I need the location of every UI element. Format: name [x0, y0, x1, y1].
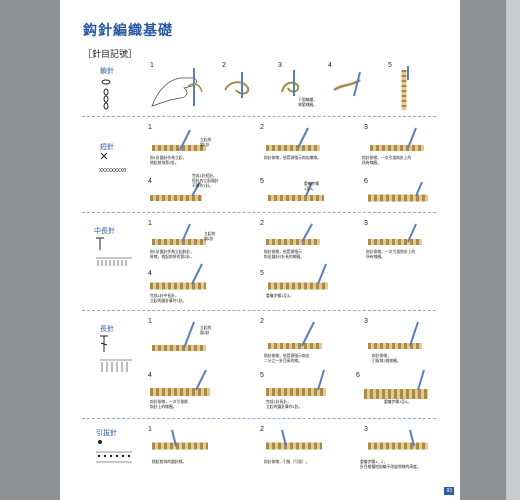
chain-step-3-illustration — [281, 70, 300, 96]
dc-step-3-illustration — [368, 321, 422, 349]
dc-step-6-illustration — [364, 369, 428, 399]
slip-step-1-caption: 挑起前排的鎖針線。 — [152, 460, 187, 464]
section-name-half-double-crochet: 中長針 — [94, 228, 115, 235]
slip-step-1-illustration — [152, 429, 208, 450]
chain-step-number: 3 — [278, 62, 282, 69]
slip-stitch-symbol-icon — [96, 440, 132, 463]
dc-step-2-illustration — [268, 321, 322, 349]
chain-step-4-illustration — [333, 71, 361, 97]
sc-step-3-illustration — [370, 127, 424, 151]
hdc-step-5-caption: 重複步驟1至3。 — [266, 294, 294, 298]
sc-step-number: 3 — [364, 124, 368, 131]
hdc-step-2-caption: 鈎針掛線，依箭頭指示 鈎出鎖針2針長的線圈。 — [264, 250, 305, 259]
dc-step-4-caption: 鈎針掛線，一次引拔餘 鈎針上的線圈。 — [150, 400, 188, 409]
dc-step-4-illustration — [150, 369, 210, 396]
sc-step-2-illustration — [266, 127, 320, 151]
hdc-step-number: 4 — [148, 270, 152, 277]
section-name-single-crochet: 短針 — [100, 144, 114, 151]
sc-step-number: 6 — [364, 178, 368, 185]
chain-step-number: 4 — [328, 62, 332, 69]
dc-step-6-caption: 重複步驟1至4。 — [384, 400, 412, 404]
hdc-step-4-illustration — [150, 263, 206, 290]
slip-step-2-caption: 鈎針掛線，引拔（引拔）。 — [264, 460, 310, 464]
dc-step-number: 2 — [260, 318, 264, 325]
hdc-step-3-caption: 鈎針掛線，一次引拔鈎針上的 所有線圈。 — [366, 250, 416, 259]
dc-step-1-callout: 立起的 鎖3針 — [200, 326, 212, 335]
hdc-step-number: 2 — [260, 220, 264, 227]
dc-step-3-caption: 鈎針掛線， 引拔前2個線圈。 — [372, 354, 401, 363]
hdc-step-4-caption: 完成1針中長針， 立起的鎖針算作1針。 — [150, 294, 187, 303]
dc-step-number: 4 — [148, 372, 152, 379]
sc-step-5-illustration — [268, 182, 324, 201]
hdc-step-2-illustration — [266, 223, 320, 245]
chain-step-number: 2 — [222, 62, 226, 69]
sc-step-number: 1 — [148, 124, 152, 131]
slip-step-number: 2 — [260, 426, 264, 433]
dc-step-5-illustration — [266, 369, 326, 396]
slip-step-3-caption: 重複步驟1、2， 針目緩慢地鈎編不改變原線的高度。 — [360, 460, 421, 469]
chain-step-3-caption: 下個編織， 收緊線圈。 — [298, 98, 317, 107]
dc-step-number: 5 — [260, 372, 264, 379]
dc-step-number: 6 — [356, 372, 360, 379]
single-crochet-symbol-icon: XXXXXXXX0 — [99, 152, 126, 174]
section-divider — [82, 310, 436, 311]
chain-step-number: 1 — [150, 62, 154, 69]
slip-step-2-illustration — [266, 429, 322, 450]
section-divider — [82, 418, 436, 419]
slip-step-3-illustration — [368, 429, 428, 450]
hdc-step-number: 5 — [260, 270, 264, 277]
half-double-crochet-symbol-icon — [96, 237, 132, 266]
hdc-step-number: 3 — [364, 220, 368, 227]
book-page: 鈎針編織基礎 ［針目記號］ 鎖針 1 2 3 下個編織， 收緊線圈。 4 5 短… — [60, 0, 460, 500]
svg-text:XXXXXXXX0: XXXXXXXX0 — [99, 168, 126, 174]
dc-step-2-caption: 鈎針掛線，依箭頭指示鈎出 二分之一針目高的線。 — [264, 354, 310, 363]
sc-step-1-illustration — [152, 129, 206, 151]
chain-step-5-illustration — [401, 66, 409, 110]
double-crochet-symbol-icon — [100, 335, 132, 372]
dc-step-number: 3 — [364, 318, 368, 325]
section-divider — [82, 116, 436, 117]
section-name-double-crochet: 長針 — [100, 326, 114, 333]
hdc-step-5-illustration — [268, 263, 328, 290]
sc-step-6-illustration — [368, 182, 428, 202]
sc-step-number: 2 — [260, 124, 264, 131]
hdc-step-1-caption: 鈎1針鎖針作為立起鈎針， 掛線，挑起前排的第2針。 — [150, 250, 194, 259]
sc-step-number: 4 — [148, 178, 152, 185]
slip-step-number: 1 — [148, 426, 152, 433]
sc-step-3-caption: 鈎針掛線，一次引拔鈎針上的 所有線圈。 — [362, 156, 412, 165]
sc-step-2-caption: 鈎針掛線，依箭頭指示鈎出織線。 — [264, 156, 321, 160]
sc-step-5-callout: 重複步驟 1至3。 — [304, 182, 320, 191]
sc-step-4-callout: 完成1針短針。 短針的立起鎖針 不算作1針。 — [192, 174, 219, 188]
page-title: 鈎針編織基礎 — [83, 22, 173, 38]
dc-step-1-illustration — [152, 321, 206, 351]
sc-step-number: 5 — [260, 178, 264, 185]
hdc-step-1-callout: 立起的 鎖2針 — [204, 232, 216, 241]
sc-step-1-caption: 鈎1針鎖針作為立起， 挑起前排第2針。 — [150, 156, 187, 165]
chain-symbol-icon — [101, 79, 111, 110]
sc-step-4-illustration — [150, 182, 202, 201]
stitch-symbols-heading: ［針目記號］ — [83, 49, 138, 59]
chain-step-2-illustration — [224, 72, 250, 98]
section-name-chain: 鎖針 — [100, 68, 114, 75]
slip-step-number: 3 — [364, 426, 368, 433]
hdc-step-3-illustration — [368, 223, 422, 245]
page-number: 93 — [444, 487, 454, 495]
dc-step-5-caption: 完成1針長針， 立起的鎖針算作1針。 — [266, 400, 303, 409]
sc-step-1-callout: 立起的 鎖1針 — [200, 138, 212, 147]
hdc-step-number: 1 — [148, 220, 152, 227]
section-divider — [82, 212, 436, 213]
dc-step-number: 1 — [148, 318, 152, 325]
section-name-slip-stitch: 引拔針 — [96, 430, 117, 437]
chain-step-number: 5 — [388, 62, 392, 69]
chain-step-1-illustration — [151, 68, 203, 107]
page-edge — [506, 0, 520, 500]
hdc-step-1-illustration — [152, 223, 206, 245]
